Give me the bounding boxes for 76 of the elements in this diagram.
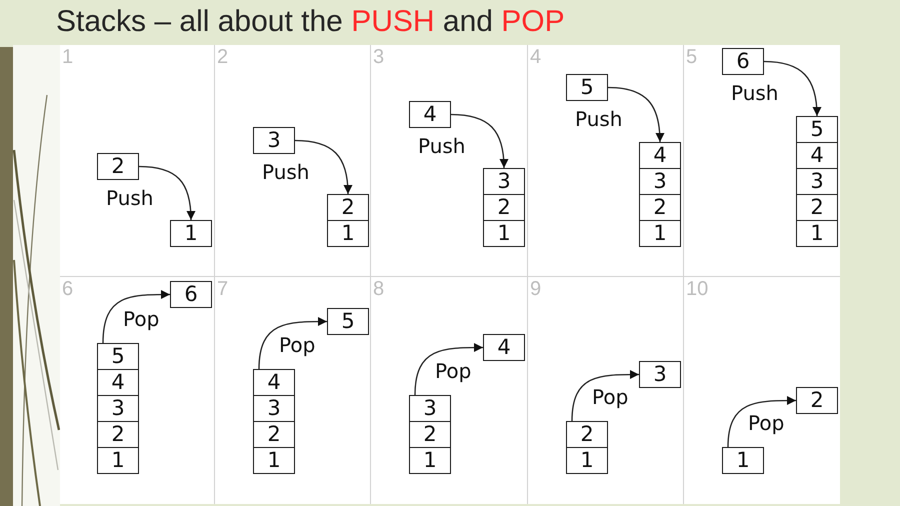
step-number: 1 (62, 46, 74, 68)
stack-cell: 4 (97, 369, 139, 396)
step-panel (371, 277, 528, 504)
stack-cell: 1 (327, 220, 369, 247)
edge-label: Pop (747, 412, 786, 435)
stack-cell: 1 (253, 447, 295, 474)
step-panel (684, 277, 840, 504)
value-box: 5 (327, 308, 369, 335)
curved-arrow (102, 290, 170, 344)
step-panel (528, 277, 684, 504)
step-panel (528, 45, 684, 277)
step-panel (60, 277, 215, 504)
step-number: 2 (217, 46, 228, 68)
value-box: 6 (170, 281, 212, 308)
stack-cell: 3 (253, 395, 295, 422)
edge-label: Pop (591, 386, 630, 409)
step-panel (215, 277, 371, 504)
value-box: 5 (566, 74, 608, 101)
stack-cell: 2 (483, 194, 525, 221)
step-number: 5 (686, 46, 698, 68)
stack-cell: 1 (170, 220, 212, 247)
value-box: 6 (722, 48, 764, 75)
stack-cell: 2 (796, 194, 838, 221)
edge-label: Pop (434, 360, 472, 383)
stack-cell: 2 (97, 421, 139, 448)
curved-arrow (727, 396, 796, 448)
value-box: 4 (483, 334, 525, 361)
edge-label: Pop (122, 308, 160, 331)
stack-cell: 2 (566, 421, 608, 448)
stack-cell: 4 (253, 369, 295, 396)
step-number: 7 (217, 278, 228, 300)
step-number: 9 (530, 278, 542, 300)
step-panel (371, 45, 528, 277)
stack-cell: 5 (97, 343, 139, 370)
stack-cell: 3 (796, 168, 838, 195)
value-box: 3 (639, 361, 681, 388)
step-panel (215, 45, 371, 277)
stack-cell: 1 (409, 447, 451, 474)
step-number: 6 (62, 278, 74, 300)
step-number: 4 (530, 46, 542, 68)
step-number: 8 (373, 278, 384, 300)
stack-cell: 3 (483, 168, 525, 195)
stack-cell: 1 (566, 447, 608, 474)
curved-arrow (764, 60, 822, 116)
curved-arrow (608, 86, 664, 142)
stack-cell: 1 (796, 220, 838, 247)
curved-arrow (414, 343, 483, 396)
stack-cell: 2 (409, 421, 451, 448)
stack-cell: 1 (97, 447, 139, 474)
stack-cell: 5 (796, 116, 838, 143)
stack-cell: 1 (483, 220, 525, 247)
value-box: 2 (796, 387, 838, 414)
edge-label: Pop (278, 334, 316, 357)
stack-cell: 1 (722, 447, 764, 474)
value-box: 4 (409, 101, 451, 128)
slide-title: Stacks – all about the PUSH and POP (56, 4, 565, 40)
stack-cell: 3 (639, 168, 681, 195)
curved-arrow (571, 370, 639, 422)
stack-cell: 3 (409, 395, 451, 422)
curved-arrow (450, 114, 508, 168)
stack-cell: 2 (253, 421, 295, 448)
curved-arrow (138, 166, 196, 220)
stack-cell: 4 (796, 142, 838, 169)
curved-arrow (294, 140, 352, 194)
stack-cell: 3 (97, 395, 139, 422)
stack-cell: 2 (639, 194, 681, 221)
step-number: 10 (686, 278, 708, 300)
value-box: 3 (253, 127, 295, 154)
stack-cell: 2 (327, 194, 369, 221)
step-panel (60, 45, 215, 277)
step-number: 3 (373, 46, 384, 68)
stack-cell: 4 (639, 142, 681, 169)
curved-arrow (258, 317, 327, 370)
value-box: 2 (97, 153, 139, 180)
stack-cell: 1 (639, 220, 681, 247)
step-panel (684, 45, 840, 277)
